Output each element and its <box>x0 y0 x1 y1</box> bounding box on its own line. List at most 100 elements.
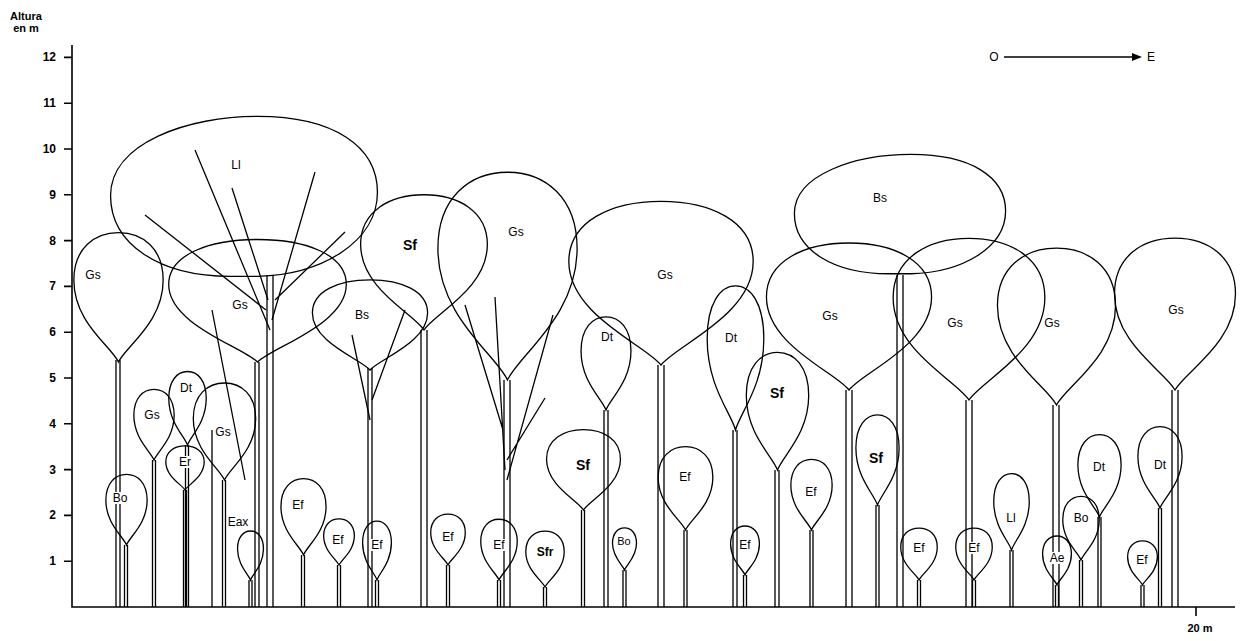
tree-crown: Dt <box>168 370 207 445</box>
axis-label-holder: 9 <box>48 189 57 201</box>
axis-label-holder: 4 <box>48 418 57 430</box>
tree-crown: Bo <box>105 473 148 545</box>
tree-crown: Ef <box>323 518 355 565</box>
tree-crown: Gs <box>165 237 350 362</box>
axis-label: E <box>1146 51 1156 63</box>
axis-label: 3 <box>48 464 57 476</box>
axis-label: 9 <box>48 189 57 201</box>
species-label: Gs <box>1043 317 1060 329</box>
crown-outline <box>790 152 1010 275</box>
species-label: Dt <box>1153 459 1167 471</box>
axis-label-holder: 8 <box>48 235 57 247</box>
axis-label: 8 <box>48 235 57 247</box>
crown-outline <box>763 240 935 390</box>
species-label: Gs <box>821 310 838 322</box>
species-label: Ef <box>738 539 751 551</box>
axis-label-holder: 5 <box>48 372 57 384</box>
axes <box>64 45 1235 616</box>
tree-crown: Ef <box>790 458 833 530</box>
species-label: Sf <box>868 451 884 465</box>
species-label: Sf <box>769 386 785 400</box>
tree-crown: Ef <box>362 520 392 580</box>
axis-label: 11 <box>42 97 57 109</box>
tree-crown: Ef <box>900 527 938 580</box>
species-label: Gs <box>214 426 231 438</box>
tree-crown: Bs <box>310 278 430 370</box>
species-label: Ef <box>912 542 925 554</box>
species-label: Bs <box>872 192 888 204</box>
species-label: Ll <box>1005 512 1016 524</box>
tree-crown: Ef <box>955 527 993 580</box>
species-label: Gs <box>1167 304 1184 316</box>
species-label: Dt <box>1092 461 1106 473</box>
crown-outline <box>525 530 565 587</box>
axis-label-holder: 10 <box>42 143 57 155</box>
species-label: Ll <box>230 159 241 171</box>
crown-outline <box>105 473 148 545</box>
crown-outline <box>580 315 632 410</box>
direction-arrow <box>1004 53 1142 61</box>
crown-outline <box>435 168 580 380</box>
species-label: Bo <box>1073 512 1090 524</box>
crown-outline <box>1077 433 1122 517</box>
crown-outline <box>237 530 264 580</box>
species-label: Gs <box>84 269 101 281</box>
axis-label: 7 <box>48 280 57 292</box>
species-label: Ef <box>370 539 383 551</box>
axis-label: 12 <box>42 51 57 63</box>
tree-crown: Gs <box>995 245 1118 405</box>
species-label: Ef <box>1135 554 1148 566</box>
tree-crown: Gs <box>192 381 257 480</box>
tree-crown: Sf <box>545 428 622 510</box>
tree-crown: Ef <box>730 525 760 575</box>
tree-crown: Bs <box>790 152 1010 275</box>
tree-crown: Bo <box>1062 495 1100 560</box>
species-label: Er <box>178 456 192 468</box>
axis-label-holder: 20 m <box>1186 623 1213 634</box>
axis-label-holder: O <box>988 51 999 63</box>
tree-crown: Sf <box>358 192 490 330</box>
species-label: Bo <box>112 492 129 504</box>
axis-label: 6 <box>48 326 57 338</box>
tree-crown: Ef <box>1127 540 1158 585</box>
species-label: Ae <box>1049 552 1066 564</box>
crown-outline <box>706 283 765 430</box>
axis-label-holder: Altura en m <box>3 10 49 34</box>
tree-crown: Sf <box>855 413 900 505</box>
tree-crown: Eax <box>222 512 266 580</box>
crown-outline <box>105 113 383 278</box>
species-label: Sfr <box>536 546 555 558</box>
tree-crown: Gs <box>435 168 580 380</box>
tree-crown: Dt <box>580 315 632 410</box>
tree-crown: Sfr <box>525 530 565 587</box>
crown-outline <box>890 235 1048 400</box>
species-label: Eax <box>227 516 250 528</box>
tree-trunks <box>116 275 1178 607</box>
tree-crown: Ef <box>480 518 518 580</box>
axis-label: 2 <box>48 509 57 521</box>
tree-crown: Ll <box>105 113 383 278</box>
crown-outline <box>745 350 810 470</box>
axis-label: 5 <box>48 372 57 384</box>
species-label: Gs <box>231 299 248 311</box>
tree-crown: Dt <box>1137 425 1183 508</box>
tree-crown: Gs <box>1112 235 1238 390</box>
crown-outline <box>1062 495 1100 560</box>
axis-title: Altura en m <box>3 10 49 34</box>
axis-label-holder: 6 <box>48 326 57 338</box>
tree-crown: Dt <box>706 283 765 430</box>
species-label: Gs <box>946 317 963 329</box>
tree-crown: Ll <box>993 472 1030 550</box>
axis-label-holder: 2 <box>48 509 57 521</box>
axis-label-holder: 1 <box>48 555 57 567</box>
axis-label-holder: 7 <box>48 280 57 292</box>
species-label: Ef <box>441 531 454 543</box>
species-label: Sf <box>575 458 591 472</box>
crown-outline <box>358 192 490 330</box>
species-label: Gs <box>656 269 673 281</box>
species-label: Bo <box>616 536 631 547</box>
tree-crown: Ef <box>430 513 466 565</box>
species-label: Gs <box>143 409 160 421</box>
tree-crown: Gs <box>890 235 1048 400</box>
